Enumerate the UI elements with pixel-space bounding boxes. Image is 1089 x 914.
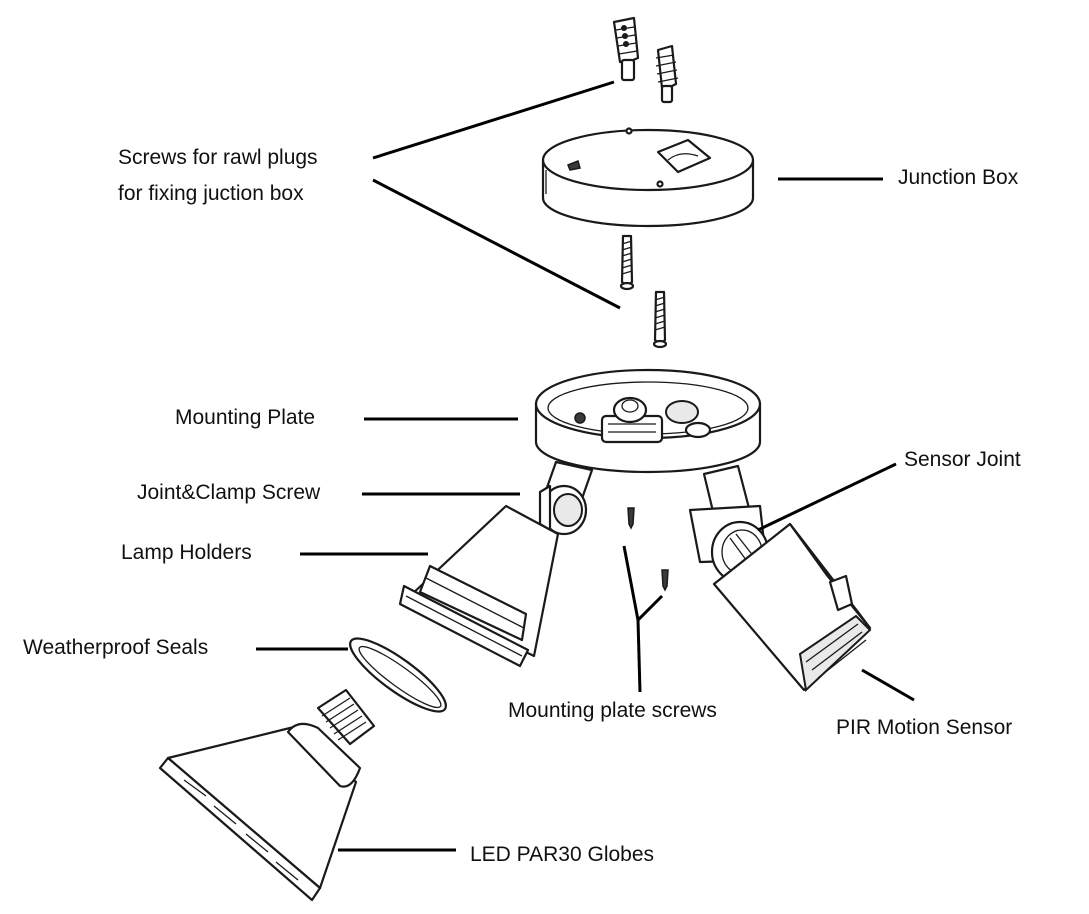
label-mounting-plate-screws: Mounting plate screws <box>508 699 717 722</box>
label-screws-line2: for fixing juction box <box>118 182 304 205</box>
label-screws-for-rawl-plugs: Screws for rawl plugs for fixing juction… <box>118 140 318 212</box>
label-sensor-joint: Sensor Joint <box>904 448 1021 471</box>
leader-mounting-plate-screws <box>622 545 664 693</box>
junction-screw-2 <box>652 290 668 349</box>
plate-screw-2 <box>661 569 669 592</box>
junction-box <box>541 127 755 228</box>
label-weatherproof-seals: Weatherproof Seals <box>23 636 209 659</box>
rawl-plug-left <box>612 16 640 82</box>
leader-screws-bottom <box>372 178 621 310</box>
label-screws-line1: Screws for rawl plugs <box>118 146 318 169</box>
weatherproof-seal <box>349 637 447 713</box>
leader-sensor-joint <box>757 462 897 532</box>
rawl-plug-right <box>655 44 679 104</box>
leader-screws-top <box>372 80 615 160</box>
mounting-plate <box>534 368 762 474</box>
label-led-par30-globes: LED PAR30 Globes <box>470 843 655 866</box>
label-junction-box: Junction Box <box>898 166 1019 189</box>
led-globe <box>158 688 376 902</box>
junction-screw-1 <box>619 234 635 291</box>
label-pir-motion-sensor: PIR Motion Sensor <box>836 716 1013 739</box>
plate-screw-1 <box>627 507 635 530</box>
label-lamp-holders: Lamp Holders <box>121 541 252 564</box>
pir-motion-sensor <box>712 522 872 693</box>
leader-pir-sensor <box>861 668 915 702</box>
label-mounting-plate: Mounting Plate <box>175 406 316 429</box>
label-joint-clamp-screw: Joint&Clamp Screw <box>137 481 321 504</box>
left-joint-assembly <box>538 460 594 536</box>
lamp-holder <box>398 504 560 668</box>
